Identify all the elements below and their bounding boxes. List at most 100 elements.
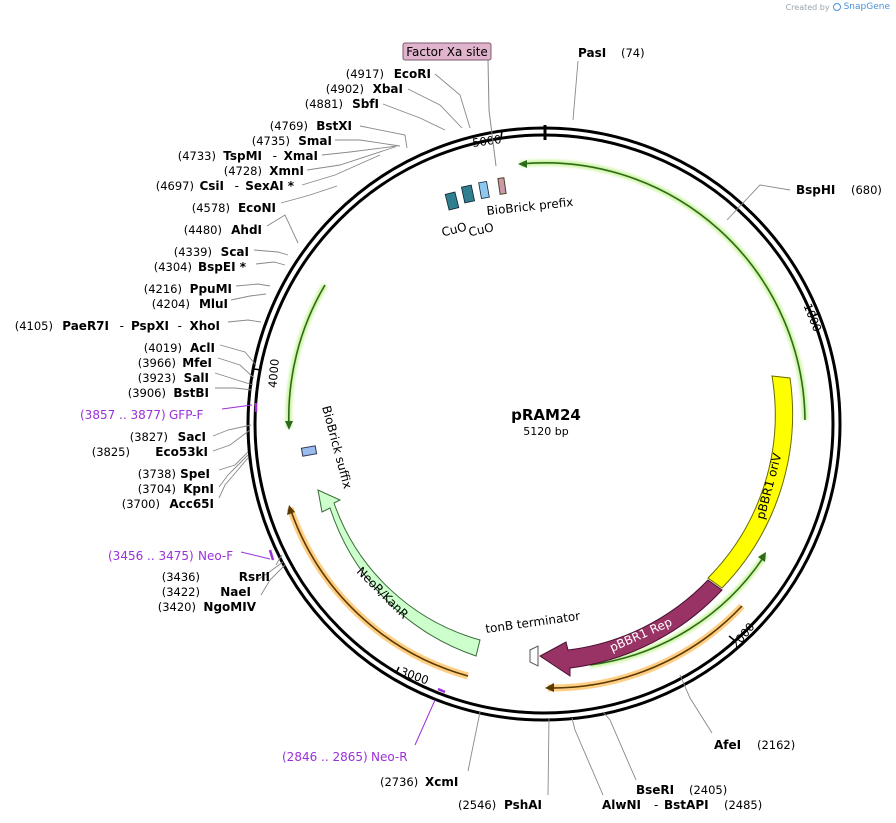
factor-xa-site: Factor Xa site (402, 42, 497, 167)
enzyme-name: BstXI (316, 119, 352, 133)
tick-mark-2000 (728, 635, 735, 641)
enzyme-position: (4204) (152, 297, 190, 311)
green-arc-top-right (518, 159, 808, 421)
enzyme-position: (680) (851, 183, 882, 197)
enzyme-position: (4480) (184, 223, 222, 237)
enzyme-name: SacI (178, 430, 206, 444)
enzyme-position: (2485) (724, 798, 762, 812)
tick-mark-3000 (395, 666, 400, 674)
feature-tonb-terminator (529, 645, 539, 667)
created-by-label: Created by (785, 2, 830, 12)
enzyme-position: (4019) (144, 341, 182, 355)
tick-mark-4000 (253, 368, 262, 371)
feature-label-cuo-2: CuO (467, 220, 495, 239)
enzyme-name: TspMI (223, 149, 262, 163)
enzyme-name: MfeI (182, 356, 212, 370)
green-arc-left (285, 283, 328, 430)
plasmid-name: pRAM24 (511, 406, 581, 424)
enzyme-position: (4735) (252, 134, 290, 148)
enzyme-separator: - (273, 149, 277, 163)
enzyme-position: (3906) (128, 386, 166, 400)
enzyme-name: NgoMIV (203, 600, 256, 614)
enzyme-name: Acc65I (169, 497, 214, 511)
enzyme-position: (74) (621, 46, 645, 60)
enzyme-position: (2405) (689, 783, 727, 797)
enzyme-name: BspHI (796, 183, 835, 197)
enzyme-name: KpnI (183, 482, 214, 496)
feature-biobrick-suffix (300, 445, 318, 457)
feature-biobrick-prefix (497, 177, 507, 195)
enzyme-name: PshAI (504, 798, 542, 812)
enzyme-position: (4697) (156, 179, 194, 193)
enzyme-name-alt: XmaI (284, 149, 318, 163)
feature-cuo-marker (478, 180, 490, 200)
enzyme-name: PaeR7I (62, 319, 109, 333)
primer-position: (3857 .. 3877) (80, 408, 166, 422)
enzyme-name-alt: SexAI * (245, 179, 294, 193)
enzyme-position: (4105) (15, 319, 53, 333)
factor-xa-site-label: Factor Xa site (406, 45, 488, 59)
feature-label-biobrick-suffix: BioBrick suffix (319, 404, 355, 490)
snapgene-branding: Created by SnapGene (786, 2, 890, 12)
orange-arc-lower-left (286, 505, 469, 680)
enzyme-position: (4728) (224, 164, 262, 178)
enzyme-position: (4881) (305, 97, 343, 111)
enzyme-name: AhdI (231, 223, 262, 237)
snapgene-logo-icon (832, 3, 841, 11)
enzyme-position: (3436) (162, 570, 200, 584)
enzyme-position: (3825) (92, 445, 130, 459)
enzyme-position: (4917) (346, 67, 384, 81)
tick-label-1000: 1000 (801, 301, 825, 333)
primer-markers (221, 403, 446, 746)
enzyme-name: XbaI (373, 82, 403, 96)
enzyme-name: RsrII (239, 570, 270, 584)
feature-pbbr1-oriv (707, 375, 794, 589)
snapgene-label: SnapGene (843, 2, 890, 12)
feature-label-tonb-terminator: tonB terminator (484, 609, 581, 636)
enzyme-position: (3420) (158, 600, 196, 614)
enzyme-position: (4578) (192, 201, 230, 215)
enzyme-position: (2736) (380, 775, 418, 789)
enzyme-position: (4902) (326, 82, 364, 96)
enzyme-separator: - (235, 179, 239, 193)
enzyme-separator: - (654, 798, 658, 812)
enzyme-name: BseRI (636, 783, 674, 797)
enzyme-name: PpuMI (190, 282, 232, 296)
feature-pbbr1-rep (539, 579, 723, 677)
enzyme-position: (3966) (138, 356, 176, 370)
enzyme-name: PasI (578, 46, 606, 60)
enzyme-name: NaeI (220, 585, 251, 599)
enzyme-name: Eco53kI (155, 445, 208, 459)
enzyme-position: (3704) (138, 482, 176, 496)
enzyme-name: MluI (199, 297, 228, 311)
orange-arc-lower-right (545, 603, 745, 692)
enzyme-name-alt: PspXI (131, 319, 169, 333)
tick-mark-5000 (500, 130, 503, 139)
enzyme-separator: - (120, 319, 124, 333)
enzyme-name: AclI (190, 341, 215, 355)
feature-neor-kanr (317, 489, 481, 657)
tick-label-5000: 5000 (471, 132, 502, 150)
enzyme-position: (4216) (144, 282, 182, 296)
tick-mark-1000 (812, 312, 821, 317)
tick-label-4000: 4000 (265, 358, 281, 388)
enzyme-name: BstBI (173, 386, 209, 400)
enzyme-name: AfeI (714, 738, 741, 752)
green-arc-lower-right (589, 552, 768, 668)
enzyme-separator: - (178, 319, 182, 333)
enzyme-name: SalI (184, 371, 209, 385)
enzyme-position: (3923) (138, 371, 176, 385)
enzyme-name-alt: XhoI (189, 319, 220, 333)
enzyme-name: XmnI (269, 164, 304, 178)
enzyme-leader-lines (212, 60, 791, 796)
plasmid-length: 5120 bp (523, 425, 568, 438)
primer-position: (2846 .. 2865) (282, 750, 368, 764)
enzyme-name-alt: BstAPI (664, 798, 709, 812)
enzyme-name: CsiI (199, 179, 224, 193)
feature-label-cuo-1: CuO (440, 220, 468, 240)
feature-label-neor-kanr: NeoR/KanR (354, 564, 411, 621)
enzyme-name: SmaI (298, 134, 332, 148)
enzyme-position: (4304) (154, 260, 192, 274)
enzyme-name: BspEI * (198, 260, 247, 274)
